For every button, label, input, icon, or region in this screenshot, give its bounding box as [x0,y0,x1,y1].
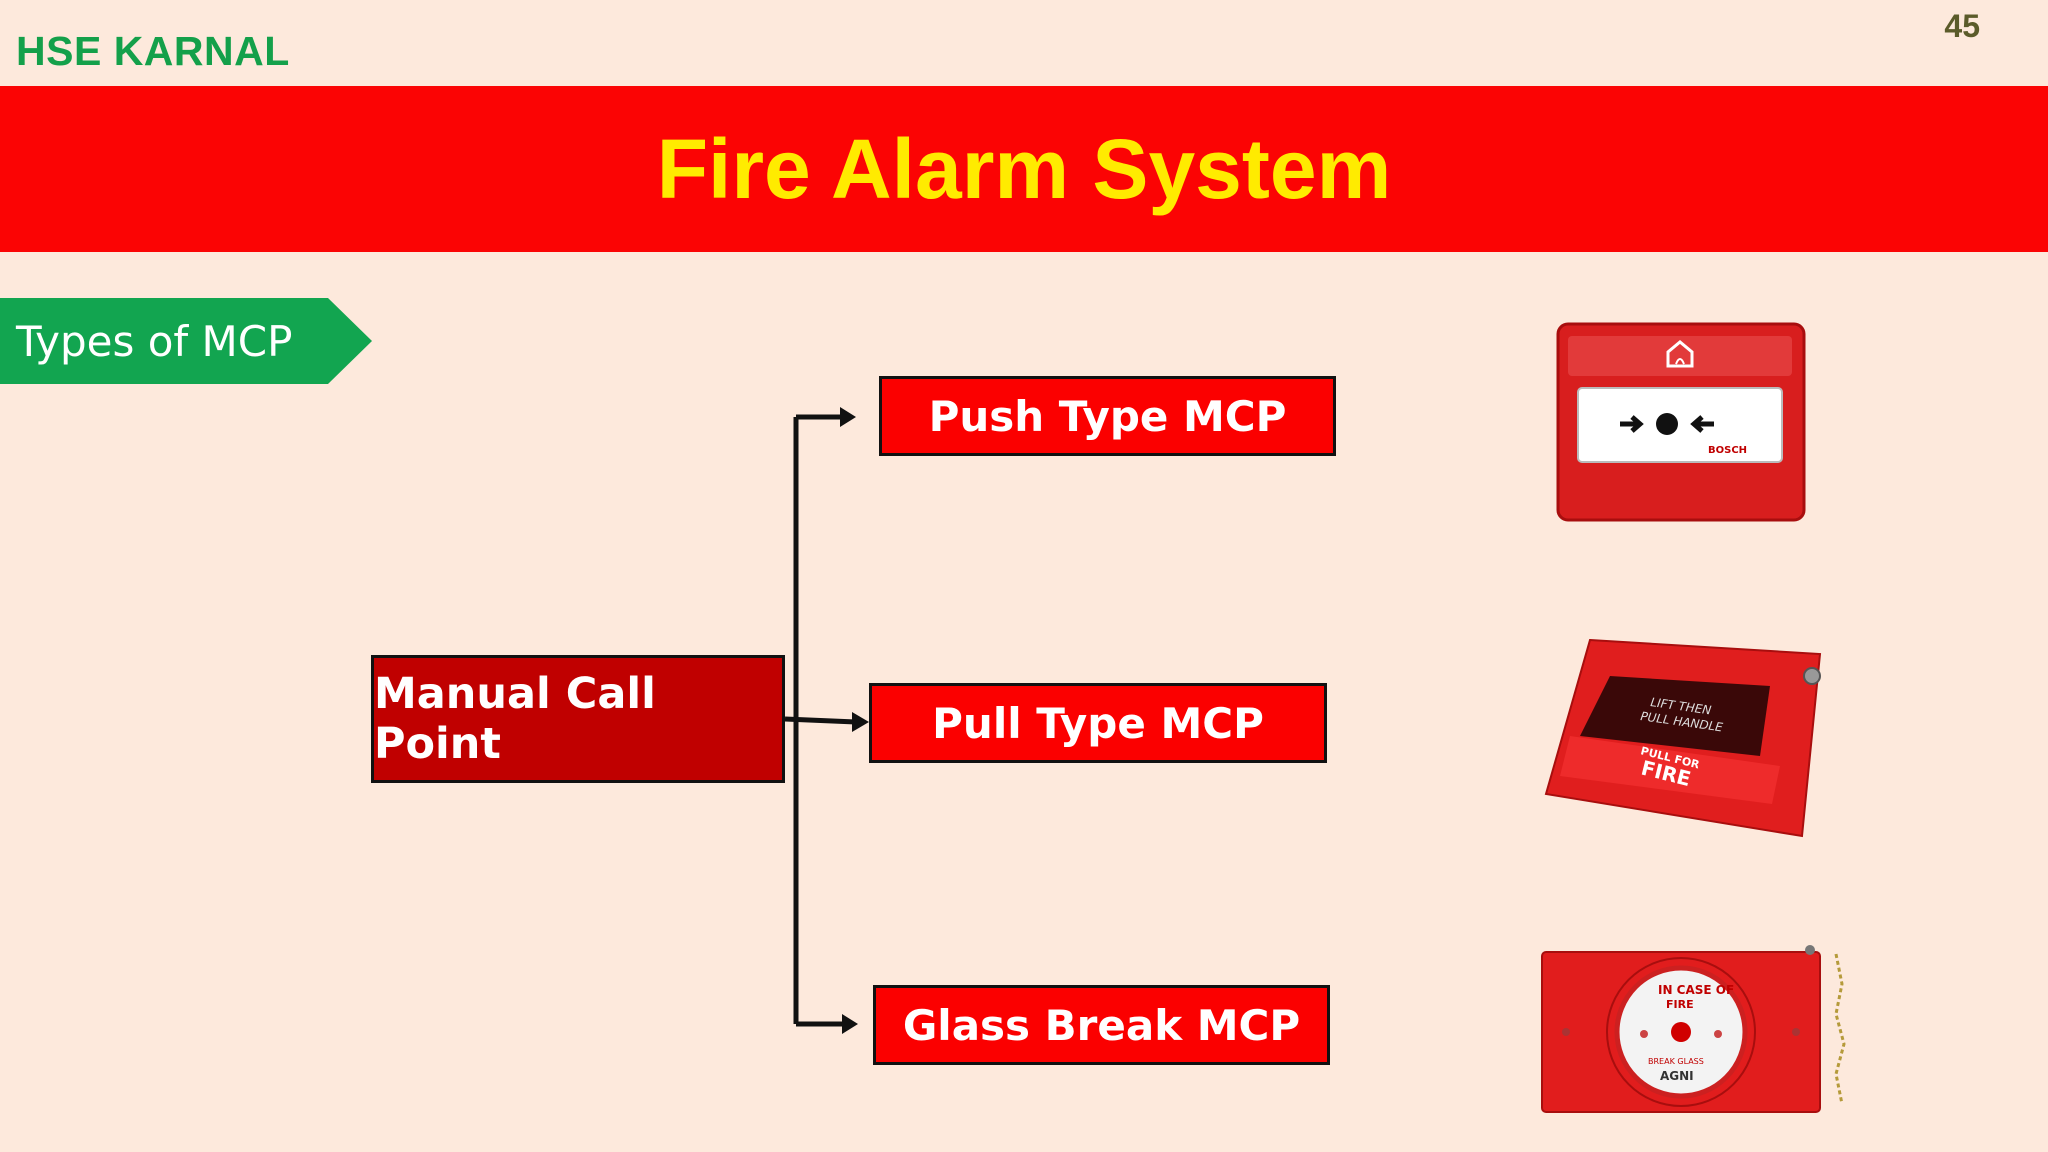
glass-device-ring: IN CASE OF [1658,983,1734,997]
child-node-glass-break: Glass Break MCP [873,985,1330,1065]
child-node-push-type: Push Type MCP [879,376,1336,456]
connector-to-glass [796,1014,858,1034]
push-type-mcp-image: BOSCH [1556,322,1806,522]
push-device-brand: BOSCH [1708,445,1747,456]
title-banner: Fire Alarm System [0,86,2048,252]
org-name: HSE KARNAL [16,28,290,74]
glass-break-mcp-image: IN CASE OF FIRE BREAK GLASS AGNI [1541,945,1846,1113]
child-node-pull-type: Pull Type MCP [869,683,1327,763]
connector-to-push [796,407,856,427]
pull-type-mcp-image: LIFT THEN PULL HANDLE PULL FOR FIRE [1544,638,1822,838]
page-number: 45 [1944,8,1980,44]
section-tag-label: Types of MCP [16,316,293,366]
connector-to-pull [784,712,869,732]
glass-device-brand: AGNI [1660,1069,1694,1083]
section-tag: Types of MCP [0,298,372,384]
glass-device-ring2: FIRE [1666,998,1694,1011]
glass-device-label: BREAK GLASS [1648,1057,1704,1066]
slide-title: Fire Alarm System [656,121,1392,216]
root-node-manual-call-point: Manual Call Point [371,655,785,783]
